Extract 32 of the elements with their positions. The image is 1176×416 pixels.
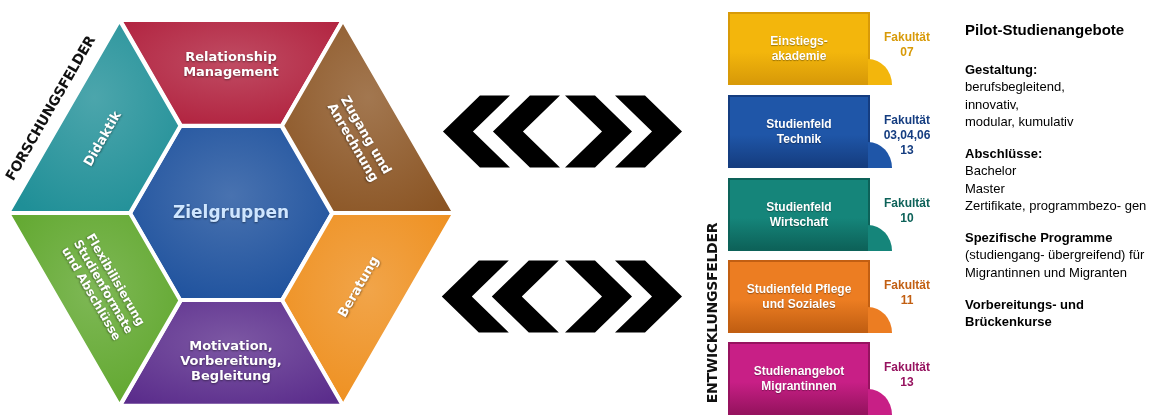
faculty-label: Fakultät 10: [883, 196, 931, 226]
program-box: [728, 95, 870, 168]
section-heading: Abschlüsse:: [965, 145, 1044, 163]
faculty-label: Fakultät 03,04,06 13: [882, 113, 932, 158]
double-chevron-arrow: [441, 260, 682, 333]
faculty-label: Fakultät 13: [883, 360, 931, 390]
double-chevron-arrow: [442, 95, 682, 168]
program-label: Einstiegs- akademie: [769, 34, 829, 63]
program-box: [728, 260, 870, 333]
section-heading: Vorbereitungs- und Brückenkurse: [965, 296, 1085, 331]
program-label: Studienfeld Pflege und Soziales: [745, 282, 853, 311]
body-text: Bachelor: [965, 162, 1018, 180]
faculty-label: Fakultät 07: [883, 30, 931, 60]
body-text: innovativ,: [965, 95, 1020, 113]
body-text: Master: [965, 179, 1006, 197]
faculty-label: Fakultät 11: [883, 278, 931, 308]
body-text: Spezifische Programme (studiengang- übergreifend) für Migrantinnen und Migranten: [965, 229, 1146, 282]
program-label: Studienfeld Wirtschaft: [765, 200, 833, 229]
program-box: [728, 12, 870, 85]
column-title: Pilot-Studienangebote: [965, 20, 1126, 40]
program-box: [728, 178, 870, 251]
body-text: modular, kumulativ: [965, 112, 1075, 131]
segment-label: Relationship Management: [182, 50, 280, 80]
segment-label: Motivation, Vorbereitung, Begleitung: [179, 338, 283, 384]
program-box: [728, 342, 870, 415]
body-text: Zertifikate, programmbezo- gen: [965, 196, 1148, 215]
program-label: Studienangebot Migrantinnen: [752, 364, 846, 393]
program-label: Studienfeld Technik: [765, 117, 833, 146]
segment-label: Zielgruppen: [171, 203, 291, 223]
body-text: berufsbegleitend,: [965, 78, 1066, 96]
section-heading: ENTWICKLUNGSFELDER: [704, 222, 720, 404]
section-heading: Gestaltung:: [965, 60, 1039, 79]
